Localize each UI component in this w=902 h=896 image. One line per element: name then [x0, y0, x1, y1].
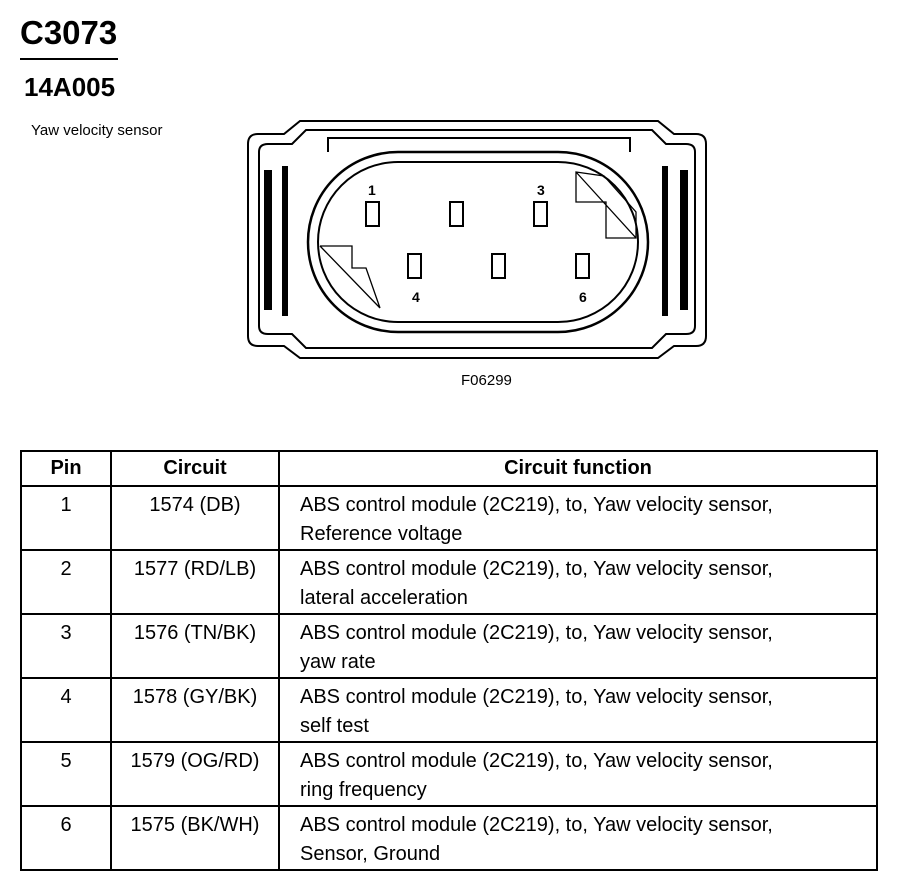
header-pin: Pin	[20, 450, 112, 487]
function-line-1: ABS control module (2C219), to, Yaw velo…	[300, 558, 773, 580]
table-row: 3 1576 (TN/BK) ABS control module (2C219…	[20, 613, 878, 679]
cell-circuit-function: ABS control module (2C219), to, Yaw velo…	[278, 741, 878, 807]
function-line-2: Sensor, Ground	[300, 843, 441, 865]
connector-latch-right	[680, 170, 688, 310]
pinout-table: Pin Circuit Circuit function 1 1574 (DB)…	[20, 450, 878, 871]
part-number: 14A005	[24, 72, 116, 102]
terminal-4	[407, 253, 422, 279]
connector-face-diagram: 1 3 4 6	[247, 120, 707, 359]
function-line-2: self test	[300, 715, 369, 737]
terminal-6	[575, 253, 590, 279]
function-line-2: yaw rate	[300, 651, 376, 673]
connector-inner-housing	[258, 129, 696, 349]
pin-label-4: 4	[412, 289, 420, 305]
cell-circuit: 1579 (OG/RD)	[110, 741, 280, 807]
pin-label-1: 1	[368, 182, 376, 198]
header-circuit: Circuit	[110, 450, 280, 487]
cell-circuit: 1575 (BK/WH)	[110, 805, 280, 871]
connector-oval-shell-inner	[317, 161, 639, 323]
connector-description: Yaw velocity sensor	[31, 122, 163, 139]
function-line-2: Reference voltage	[300, 523, 463, 545]
connector-latch-left	[264, 170, 272, 310]
header-circuit-function: Circuit function	[278, 450, 878, 487]
connector-oval-shell-outer	[306, 150, 650, 334]
table-row: 4 1578 (GY/BK) ABS control module (2C219…	[20, 677, 878, 743]
table-row: 6 1575 (BK/WH) ABS control module (2C219…	[20, 805, 878, 871]
pin-label-3: 3	[537, 182, 545, 198]
connector-key-left	[319, 245, 381, 309]
table-header-row: Pin Circuit Circuit function	[20, 450, 878, 487]
terminal-top-middle	[449, 201, 464, 227]
cell-circuit-function: ABS control module (2C219), to, Yaw velo…	[278, 549, 878, 615]
table-row: 2 1577 (RD/LB) ABS control module (2C219…	[20, 549, 878, 615]
pin-label-6: 6	[579, 289, 587, 305]
connector-latch-right-inner	[662, 166, 668, 316]
cell-pin: 5	[20, 741, 112, 807]
connector-outer-housing	[247, 120, 707, 359]
connector-id-underline	[20, 58, 118, 60]
function-line-1: ABS control module (2C219), to, Yaw velo…	[300, 814, 773, 836]
cell-circuit-function: ABS control module (2C219), to, Yaw velo…	[278, 485, 878, 551]
figure-id: F06299	[461, 372, 512, 389]
connector-key-right	[575, 171, 637, 239]
table-row: 5 1579 (OG/RD) ABS control module (2C219…	[20, 741, 878, 807]
terminal-3	[533, 201, 548, 227]
terminal-bottom-middle	[491, 253, 506, 279]
terminal-1	[365, 201, 380, 227]
connector-id: C3073	[20, 14, 118, 51]
cell-circuit-function: ABS control module (2C219), to, Yaw velo…	[278, 677, 878, 743]
cell-circuit: 1574 (DB)	[110, 485, 280, 551]
function-line-2: ring frequency	[300, 779, 427, 801]
cell-pin: 3	[20, 613, 112, 679]
function-line-1: ABS control module (2C219), to, Yaw velo…	[300, 686, 773, 708]
function-line-1: ABS control module (2C219), to, Yaw velo…	[300, 494, 773, 516]
cell-pin: 1	[20, 485, 112, 551]
cell-circuit-function: ABS control module (2C219), to, Yaw velo…	[278, 613, 878, 679]
connector-top-notch	[327, 137, 631, 152]
cell-pin: 2	[20, 549, 112, 615]
cell-pin: 6	[20, 805, 112, 871]
cell-circuit: 1578 (GY/BK)	[110, 677, 280, 743]
cell-circuit-function: ABS control module (2C219), to, Yaw velo…	[278, 805, 878, 871]
cell-circuit: 1576 (TN/BK)	[110, 613, 280, 679]
table-row: 1 1574 (DB) ABS control module (2C219), …	[20, 485, 878, 551]
function-line-2: lateral acceleration	[300, 587, 468, 609]
function-line-1: ABS control module (2C219), to, Yaw velo…	[300, 622, 773, 644]
function-line-1: ABS control module (2C219), to, Yaw velo…	[300, 750, 773, 772]
cell-pin: 4	[20, 677, 112, 743]
connector-latch-left-inner	[282, 166, 288, 316]
cell-circuit: 1577 (RD/LB)	[110, 549, 280, 615]
